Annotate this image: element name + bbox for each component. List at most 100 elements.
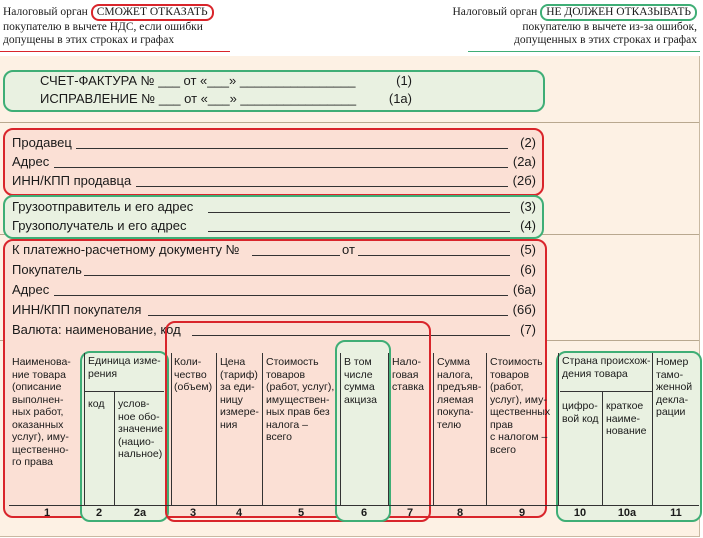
col-divider — [216, 353, 217, 505]
col-8-header: Сумма налога, предъяв- ляемая покупа- те… — [437, 356, 482, 431]
shipper-label: Грузоотправитель и его адрес — [12, 199, 194, 214]
col-divider — [652, 353, 653, 505]
unit-group-rule — [84, 391, 164, 392]
col-3-header: Коли- чество (объем) — [174, 356, 213, 393]
note-underline-red — [0, 51, 230, 52]
col-number: 4 — [235, 507, 243, 519]
col-number: 10а — [617, 507, 637, 519]
field-number: (7) — [520, 322, 536, 337]
col-4-header: Цена (тариф) за еди- ницу измере- ния — [220, 356, 259, 431]
unit-columns-box — [80, 351, 169, 522]
field-number: (6а) — [512, 282, 536, 297]
col-number: 9 — [518, 507, 526, 519]
note-should-not-refuse: Налоговый орган НЕ ДОЛЖЕН ОТКАЗЫВАТЬ пок… — [397, 4, 697, 47]
correction-number-label: ИСПРАВЛЕНИЕ № ___ от «___» _____________… — [40, 91, 357, 106]
quantity-price-box — [165, 321, 431, 522]
col-1-header: Наименова- ние товара (описание выполнен… — [12, 356, 71, 468]
col-2-header: код — [88, 398, 105, 410]
fill-line — [54, 295, 508, 296]
col-number: 2а — [133, 507, 147, 519]
col-number: 1 — [43, 507, 51, 519]
note-line: покупателю в вычете из-за ошибок, — [522, 21, 697, 33]
divider — [0, 122, 699, 123]
field-number: (2б) — [512, 173, 536, 188]
payment-doc-label: К платежно-расчетному документу № — [12, 242, 240, 257]
address-label: Адрес — [12, 282, 50, 297]
badge-should-not-refuse: НЕ ДОЛЖЕН ОТКАЗЫВАТЬ — [540, 4, 697, 21]
field-number: (1а) — [388, 91, 412, 106]
col-divider — [340, 353, 341, 505]
invoice-header-box — [3, 70, 545, 112]
fill-line — [208, 231, 510, 232]
fill-line — [54, 167, 508, 168]
col-number: 3 — [189, 507, 197, 519]
col-divider — [84, 353, 85, 505]
buyer-address-line: Адрес (6а) — [12, 280, 536, 299]
col-divider — [602, 392, 603, 505]
payment-doc-line: К платежно-расчетному документу № от (5) — [12, 240, 536, 259]
col-divider — [486, 353, 487, 505]
seller-address-line: Адрес (2а) — [12, 152, 536, 171]
note-line: покупателю в вычете НДС, если ошибки — [3, 21, 203, 33]
consignee-line: Грузополучатель и его адрес (4) — [12, 216, 536, 235]
currency-label: Валюта: наименование, код — [12, 322, 181, 337]
field-number: (4) — [520, 218, 536, 233]
fill-line — [84, 275, 510, 276]
col-2a-header: услов- ное обо- значение (нацио- нальное… — [118, 398, 164, 460]
buyer-inn-line: ИНН/КПП покупателя (6б) — [12, 300, 536, 319]
table-bottom-rule — [9, 505, 699, 506]
col-divider — [262, 353, 263, 505]
field-number: (2а) — [512, 154, 536, 169]
col-divider — [558, 353, 559, 505]
field-number: (2) — [520, 135, 536, 150]
invoice-line: СЧЕТ-ФАКТУРА № ___ от «___» ____________… — [40, 71, 412, 90]
country-group-rule — [560, 391, 652, 392]
col-5-header: Стоимость товаров (работ, услуг), имущес… — [266, 356, 335, 443]
col-divider — [388, 353, 389, 505]
col-number: 2 — [95, 507, 103, 519]
address-label: Адрес — [12, 154, 50, 169]
fill-line — [148, 315, 508, 316]
col-7-header: Нало- говая ставка — [392, 356, 425, 393]
fill-line — [208, 212, 510, 213]
badge-can-refuse: СМОЖЕТ ОТКАЗАТЬ — [90, 4, 214, 21]
excise-column-box — [335, 340, 391, 522]
col-11-header: Номер тамо- женной декла- рации — [656, 356, 693, 418]
seller-inn-line: ИНН/КПП продавца (2б) — [12, 171, 536, 190]
payment-doc-from: от — [342, 242, 355, 257]
note-line: допущенных в этих строках и графах — [514, 34, 697, 46]
note-can-refuse: Налоговый орган СМОЖЕТ ОТКАЗАТЬ покупате… — [3, 4, 253, 47]
col-6-header: В том числе сумма акциза — [344, 356, 377, 406]
note-prefix: Налоговый орган — [3, 6, 88, 18]
col-number: 5 — [297, 507, 305, 519]
field-number: (5) — [520, 242, 536, 257]
col-number: 7 — [406, 507, 414, 519]
note-underline-green — [468, 51, 700, 52]
inn-label: ИНН/КПП покупателя — [12, 302, 142, 317]
col-2-group-header: Единица изме- рения — [88, 355, 161, 380]
fill-line — [358, 255, 510, 256]
country-columns-box — [556, 351, 702, 522]
correction-line: ИСПРАВЛЕНИЕ № ___ от «___» _____________… — [40, 89, 412, 108]
consignee-label: Грузополучатель и его адрес — [12, 218, 187, 233]
col-number: 8 — [456, 507, 464, 519]
col-10-header: цифро- вой код — [562, 400, 599, 425]
col-10a-header: краткое наиме- нование — [606, 400, 647, 437]
buyer-line: Покупатель (6) — [12, 260, 536, 279]
buyer-label: Покупатель — [12, 262, 82, 277]
fill-line — [252, 255, 340, 256]
col-number: 10 — [573, 507, 587, 519]
shipper-line: Грузоотправитель и его адрес (3) — [12, 197, 536, 216]
fill-line — [76, 148, 508, 149]
col-number: 6 — [360, 507, 368, 519]
col-divider — [171, 353, 172, 505]
fill-line — [136, 186, 508, 187]
fill-line — [192, 335, 510, 336]
col-10-group-header: Страна происхож- дения товара — [562, 355, 651, 380]
col-9-header: Стоимость товаров (работ, услуг), иму- щ… — [490, 356, 551, 456]
field-number: (3) — [520, 199, 536, 214]
col-divider — [114, 392, 115, 505]
col-number: 11 — [670, 507, 682, 519]
note-prefix: Налоговый орган — [452, 6, 538, 18]
inn-label: ИНН/КПП продавца — [12, 173, 132, 188]
